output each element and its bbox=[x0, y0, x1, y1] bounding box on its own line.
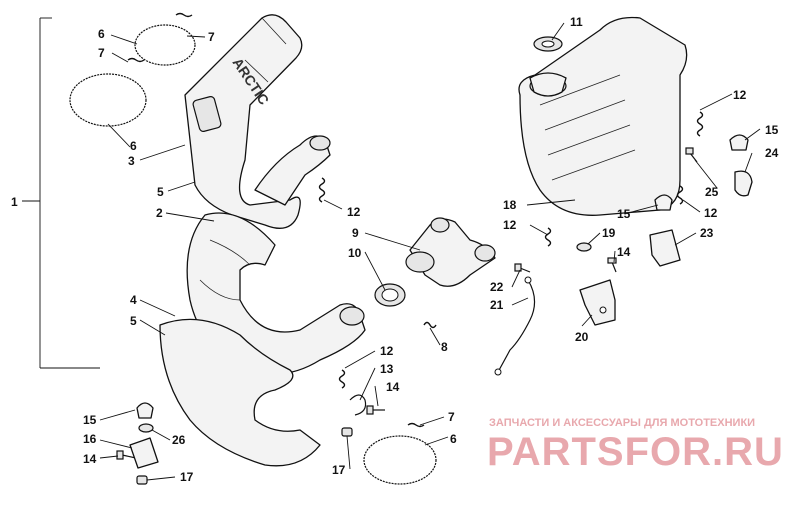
cap-15-left bbox=[136, 402, 154, 419]
callout-16: 16 bbox=[83, 432, 97, 446]
spring-12-b bbox=[696, 111, 704, 137]
callout-14-mid: 14 bbox=[386, 380, 400, 394]
ground-strap bbox=[494, 276, 536, 376]
callout-7-left: 7 bbox=[98, 46, 105, 60]
assembly-bracket bbox=[22, 17, 100, 369]
muffler bbox=[518, 16, 688, 216]
callout-17-left: 17 bbox=[180, 470, 194, 484]
cap-15-right bbox=[729, 134, 749, 151]
washer-19 bbox=[576, 242, 592, 252]
callout-12-lower: 12 bbox=[380, 344, 394, 358]
callout-14-right: 14 bbox=[617, 245, 631, 259]
watermark-tagline: ЗАПЧАСТИ И АКСЕССУАРЫ ДЛЯ МОТОТЕХНИКИ bbox=[489, 417, 755, 429]
spring-12-d bbox=[676, 185, 684, 205]
callout-20: 20 bbox=[575, 330, 589, 344]
callout-25: 25 bbox=[705, 185, 719, 199]
callout-6-top: 6 bbox=[98, 27, 105, 41]
spring-12-c bbox=[544, 227, 552, 247]
callout-14-left: 14 bbox=[83, 452, 97, 466]
nut-17-left bbox=[136, 475, 148, 485]
callout-15-left: 15 bbox=[83, 413, 97, 427]
callout-7-top: 7 bbox=[208, 30, 215, 44]
callout-26: 26 bbox=[172, 433, 186, 447]
bracket-16 bbox=[129, 437, 159, 469]
clamp-6-b bbox=[69, 73, 147, 127]
seal-ring bbox=[374, 283, 406, 307]
callout-6-left: 6 bbox=[130, 139, 137, 153]
callout-24: 24 bbox=[765, 146, 779, 160]
exhaust-silencer: ARCTIC bbox=[184, 14, 331, 229]
callout-22: 22 bbox=[490, 280, 504, 294]
y-coupler bbox=[405, 217, 496, 287]
callout-6-bottom: 6 bbox=[450, 432, 457, 446]
watermark-brand: PARTSFOR.RU bbox=[487, 430, 784, 474]
callout-13: 13 bbox=[380, 362, 394, 376]
watermark: ЗАПЧАСТИ И АКСЕССУАРЫ ДЛЯ МОТОТЕХНИКИ PA… bbox=[487, 417, 784, 474]
callout-4: 4 bbox=[130, 293, 137, 307]
leader-lines bbox=[99, 22, 761, 481]
clamp-6-c bbox=[363, 435, 437, 485]
callout-12-muffler: 12 bbox=[733, 88, 747, 102]
callout-10: 10 bbox=[348, 246, 362, 260]
callout-9: 9 bbox=[352, 226, 359, 240]
bolt-14-mid bbox=[366, 405, 385, 415]
spring-12-a bbox=[318, 177, 326, 203]
spring-7-a bbox=[175, 12, 193, 18]
nut-17-mid bbox=[341, 427, 353, 437]
callout-15-mid: 15 bbox=[617, 207, 631, 221]
washer-26 bbox=[138, 423, 154, 433]
callout-15-right: 15 bbox=[765, 123, 779, 137]
callout-8: 8 bbox=[441, 340, 448, 354]
callout-19: 19 bbox=[602, 226, 616, 240]
spring-12-e bbox=[338, 369, 346, 389]
callout-5-upper: 5 bbox=[157, 185, 164, 199]
callout-12-right: 12 bbox=[704, 206, 718, 220]
callout-2: 2 bbox=[156, 206, 163, 220]
callout-18: 18 bbox=[503, 198, 517, 212]
callout-17-mid: 17 bbox=[332, 463, 346, 477]
clamp-6-a bbox=[134, 24, 196, 66]
spring-8 bbox=[423, 321, 437, 329]
clip-13 bbox=[349, 394, 367, 416]
spring-7-b bbox=[127, 57, 145, 63]
logo-plate bbox=[192, 95, 222, 133]
callouts: 1 2 3 4 5 5 6 6 6 7 7 7 8 9 10 11 12 12 … bbox=[11, 15, 779, 484]
cap-15-mid bbox=[654, 194, 673, 211]
callout-7-bottom: 7 bbox=[448, 410, 455, 424]
bolt-14-right bbox=[607, 257, 617, 273]
callout-5-lower: 5 bbox=[130, 314, 137, 328]
grommet bbox=[533, 36, 563, 52]
heat-shield bbox=[159, 318, 321, 467]
bracket-24 bbox=[734, 170, 753, 197]
callout-12-pipe: 12 bbox=[347, 205, 361, 219]
callout-3: 3 bbox=[128, 154, 135, 168]
callout-11: 11 bbox=[570, 15, 583, 29]
bracket-23 bbox=[649, 229, 681, 267]
spring-7-c bbox=[407, 422, 425, 428]
callout-1: 1 bbox=[11, 195, 18, 209]
callout-12-left: 12 bbox=[503, 218, 517, 232]
bracket-20 bbox=[579, 279, 616, 326]
callout-23: 23 bbox=[700, 226, 714, 240]
callout-21: 21 bbox=[490, 298, 504, 312]
bolt-22 bbox=[514, 263, 531, 273]
